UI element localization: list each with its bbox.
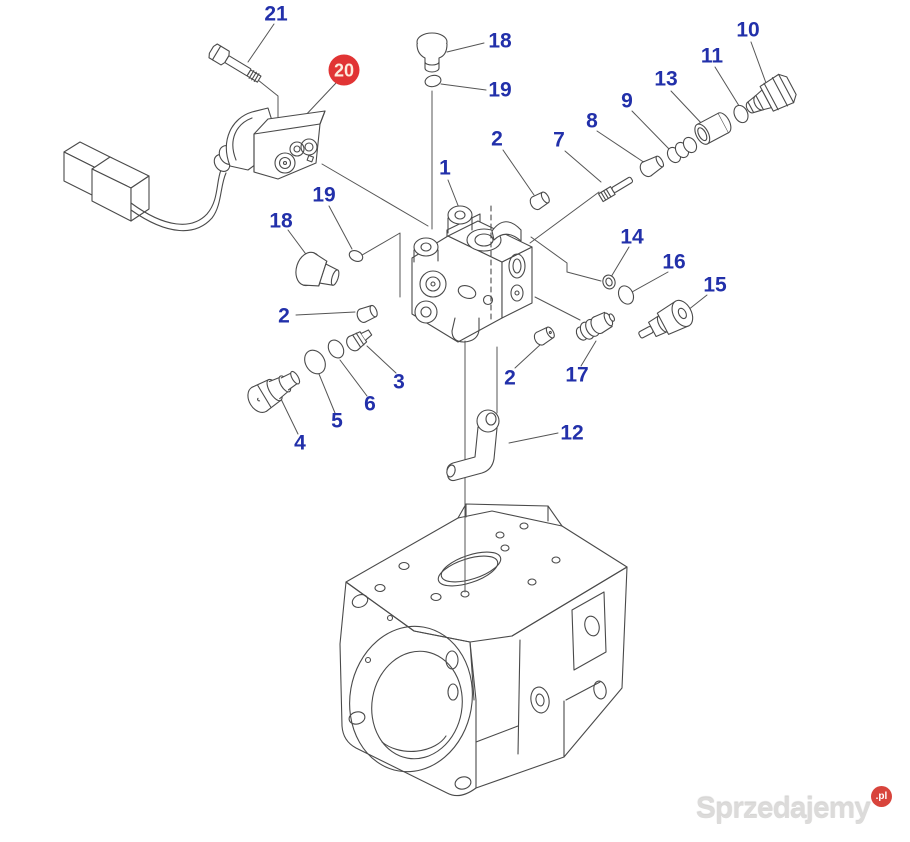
part-plug-18-top	[417, 33, 447, 72]
callout-21: 21	[264, 2, 288, 26]
part-screw-3	[344, 326, 375, 354]
watermark-tld-badge: .pl	[871, 786, 892, 807]
callout-11: 11	[700, 44, 724, 68]
callout-2: 2	[504, 366, 516, 390]
callout-13: 13	[654, 67, 678, 91]
leader-lines	[248, 24, 766, 592]
part-ring-14	[601, 273, 617, 290]
callout-7: 7	[553, 128, 565, 152]
callout-3: 3	[393, 370, 405, 394]
callout-4: 4	[294, 431, 306, 455]
part-valve-17	[573, 309, 618, 344]
part-solenoid-valve-20	[64, 108, 325, 231]
callout-16: 16	[662, 250, 686, 274]
part-lever-12	[446, 410, 499, 481]
part-plug-2-top	[528, 190, 551, 212]
part-valve-body-1	[412, 206, 532, 342]
callout-8: 8	[586, 109, 598, 133]
callout-14: 14	[620, 225, 644, 249]
callout-19: 19	[488, 78, 512, 102]
callout-5: 5	[331, 409, 343, 433]
callout-2: 2	[491, 127, 503, 151]
part-bolt-15	[633, 297, 696, 348]
part-hex-plug-10	[740, 72, 799, 124]
part-oring-6	[325, 337, 347, 360]
watermark-text: Sprzedajemy	[695, 792, 871, 825]
part-screw-8	[638, 153, 666, 179]
part-plug-18-left	[292, 249, 343, 295]
callout-17: 17	[565, 363, 589, 387]
callout-15: 15	[703, 273, 727, 297]
callout-1: 1	[439, 156, 451, 180]
part-oring-11	[731, 103, 750, 125]
part-pump-housing	[338, 504, 627, 796]
part-plug-4	[243, 364, 305, 416]
part-oring-19-top	[424, 74, 442, 88]
part-screw-7	[599, 175, 634, 201]
part-oring-19-left	[348, 249, 365, 264]
part-spring-9	[665, 135, 699, 165]
part-plug-2-bottom	[532, 325, 556, 347]
callout-10: 10	[736, 18, 760, 42]
callout-12: 12	[560, 421, 584, 445]
callout-6: 6	[364, 392, 376, 416]
part-oring-16	[616, 283, 637, 306]
callout-2: 2	[278, 304, 290, 328]
callout-19: 19	[312, 183, 336, 207]
callout-18: 18	[269, 209, 293, 233]
part-bolt-21	[207, 43, 263, 86]
callout-20-highlighted: 20	[328, 54, 360, 86]
watermark: Sprzedajemy .pl	[695, 786, 892, 826]
callout-18: 18	[488, 29, 512, 53]
callout-9: 9	[621, 89, 633, 113]
part-oring-5	[301, 346, 330, 377]
part-plug-2-left	[355, 304, 379, 324]
part-bushing-13	[692, 110, 734, 146]
